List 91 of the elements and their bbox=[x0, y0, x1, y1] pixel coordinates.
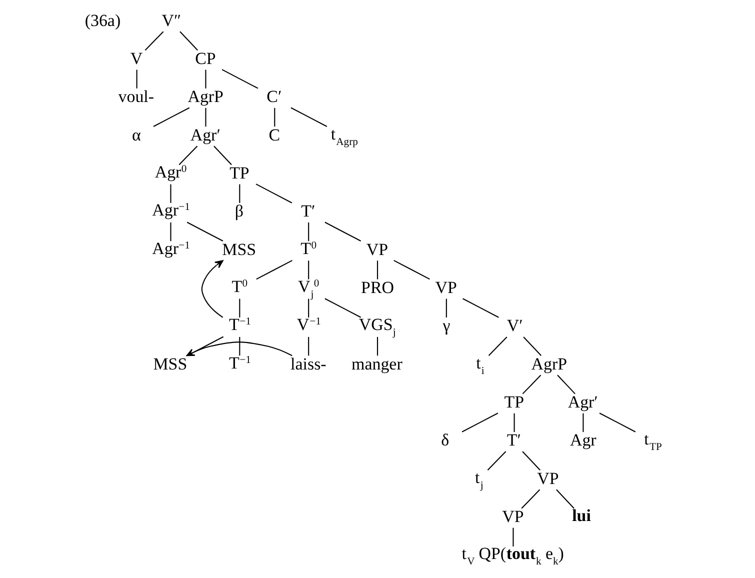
node-text: AgrP bbox=[188, 87, 224, 106]
node-text: T$^{−1}$ bbox=[229, 353, 251, 372]
connector bbox=[170, 222, 172, 242]
node-text: V bbox=[130, 48, 143, 68]
node-text: lui bbox=[572, 506, 591, 526]
connector bbox=[256, 260, 292, 280]
connector bbox=[239, 298, 240, 318]
node-text: CP bbox=[195, 48, 216, 68]
connector bbox=[376, 260, 378, 280]
node-text: Agr$^{−1}$ bbox=[152, 200, 190, 220]
node-text: VP bbox=[502, 507, 524, 526]
connector bbox=[308, 222, 310, 242]
node-text: γ bbox=[442, 316, 450, 336]
arrow bbox=[186, 342, 292, 356]
node-text: T′ bbox=[301, 202, 316, 221]
connector bbox=[214, 146, 232, 166]
node-text: T′ bbox=[506, 430, 521, 450]
connector bbox=[239, 336, 240, 356]
connector bbox=[462, 412, 498, 432]
connector bbox=[582, 413, 584, 432]
connector bbox=[599, 412, 636, 432]
connector bbox=[180, 31, 198, 51]
node-text: Agr′ bbox=[190, 125, 220, 144]
node-text: T$^{0}$ bbox=[232, 276, 248, 296]
node-text: t$_{i}$ bbox=[476, 353, 484, 377]
connector bbox=[274, 108, 276, 127]
connector bbox=[556, 489, 574, 509]
node-text: Agr′ bbox=[568, 392, 598, 412]
connector bbox=[178, 146, 198, 166]
connector bbox=[222, 69, 258, 89]
node-text: manger bbox=[352, 354, 402, 374]
connector bbox=[205, 70, 206, 88]
connector bbox=[256, 184, 292, 204]
node-text: t$_{j}$ bbox=[475, 468, 484, 492]
node-text: α bbox=[132, 125, 141, 144]
connector bbox=[488, 336, 508, 356]
node-text: PRO bbox=[361, 278, 394, 298]
connector bbox=[308, 260, 310, 280]
node-text: C′ bbox=[266, 87, 282, 106]
node-text: V′ bbox=[506, 316, 523, 336]
node-text: VP bbox=[366, 240, 388, 259]
connector bbox=[324, 222, 362, 242]
connector bbox=[144, 31, 164, 51]
connector bbox=[187, 336, 224, 356]
connector bbox=[324, 298, 362, 318]
node-text: MSS bbox=[222, 240, 256, 259]
label: (36a) bbox=[84, 10, 121, 30]
node-text: VP bbox=[435, 278, 457, 298]
connector bbox=[514, 413, 515, 432]
connector bbox=[462, 298, 499, 318]
connector bbox=[522, 451, 540, 471]
node-text: δ bbox=[441, 430, 450, 450]
node-text: VP bbox=[537, 468, 559, 488]
node-text: t$_{V}$ QP(tout$_{k}$ e$_{k}$) bbox=[462, 544, 564, 568]
node-text: T$^{−1}$ bbox=[229, 315, 251, 334]
connector bbox=[522, 374, 542, 394]
node-text: voul- bbox=[118, 87, 154, 106]
node-text: β bbox=[234, 202, 244, 221]
node-text: t$_{Agrp}$ bbox=[330, 124, 358, 148]
node-text: V$^{−1}$ bbox=[296, 315, 321, 334]
connector bbox=[512, 528, 514, 546]
node-text: TP bbox=[504, 392, 524, 412]
connector bbox=[557, 374, 576, 394]
node-text: V″ bbox=[162, 10, 182, 30]
connector bbox=[205, 108, 206, 127]
connector bbox=[153, 107, 190, 127]
node-text: AgrP bbox=[531, 354, 568, 374]
node-text: VGS$_{j}$ bbox=[358, 315, 396, 339]
node-text: Agr$^{−1}$ bbox=[152, 238, 190, 258]
connector bbox=[170, 184, 172, 203]
connector bbox=[523, 336, 542, 356]
connector bbox=[487, 451, 506, 471]
connector bbox=[446, 298, 447, 318]
node-text: Agr bbox=[570, 430, 596, 450]
node-text: t$_{TP}$ bbox=[644, 430, 662, 454]
connector bbox=[239, 184, 240, 203]
node-text: MSS bbox=[153, 354, 188, 374]
connector bbox=[308, 298, 310, 318]
node-text: laiss- bbox=[290, 354, 326, 374]
connector bbox=[308, 336, 310, 356]
node-text: TP bbox=[230, 164, 250, 183]
connector bbox=[186, 222, 224, 242]
connector bbox=[376, 336, 378, 356]
connector bbox=[521, 489, 540, 509]
connector bbox=[394, 260, 430, 280]
node-text: Agr$^{0}$ bbox=[154, 162, 187, 182]
node-text: T$^{0}$ bbox=[300, 238, 317, 258]
connector bbox=[290, 107, 328, 127]
arrow bbox=[201, 260, 224, 318]
connector bbox=[136, 70, 138, 88]
node-text: C bbox=[268, 125, 280, 144]
